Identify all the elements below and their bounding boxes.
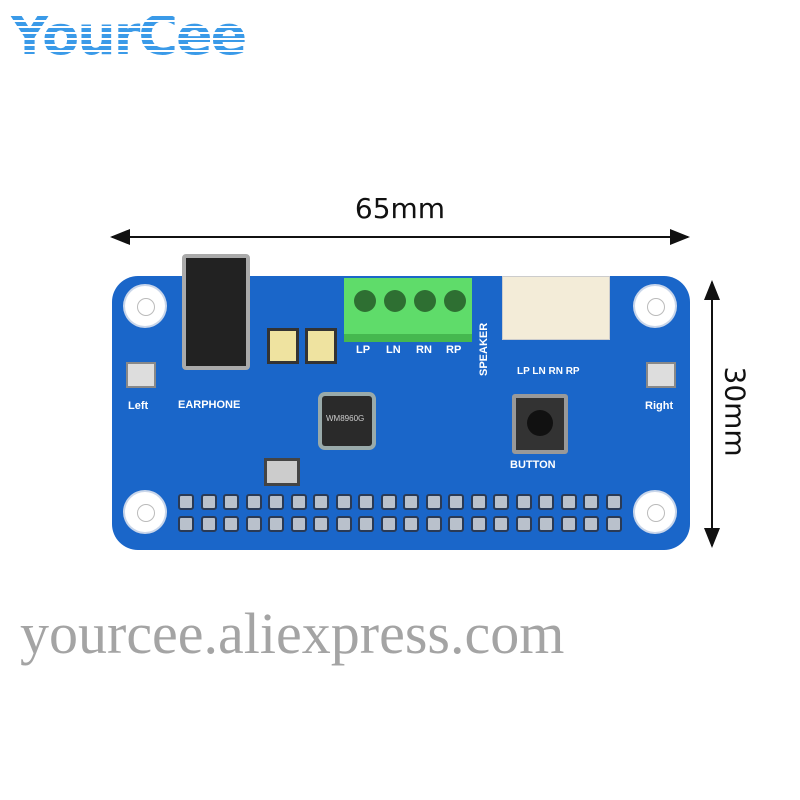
header-pin — [178, 516, 194, 532]
left-mic — [126, 362, 156, 388]
header-pin — [515, 494, 532, 510]
header-pin — [425, 494, 442, 510]
header-pin — [470, 494, 487, 510]
header-pin — [403, 494, 419, 510]
label-rp: RP — [446, 344, 462, 356]
header-pin — [268, 516, 284, 532]
header-pin — [245, 516, 262, 532]
header-pin — [223, 516, 239, 532]
header-pin — [245, 494, 262, 510]
audio-hat-board: EARPHONE Left Right LP LN RN RP SPEAKER … — [112, 254, 690, 550]
label-rn: RN — [416, 344, 432, 356]
mount-hole — [635, 492, 675, 532]
header-pin — [200, 516, 217, 532]
header-pin — [583, 516, 599, 532]
header-pin — [583, 494, 599, 510]
push-button[interactable] — [512, 394, 568, 454]
header-pin — [290, 516, 307, 532]
label-ln: LN — [386, 344, 401, 356]
header-pin — [538, 516, 554, 532]
header-pin — [470, 516, 487, 532]
label-lp: LP — [356, 344, 371, 356]
header-pin — [313, 494, 329, 510]
header-pin — [358, 494, 374, 510]
header-pin — [605, 516, 622, 532]
mount-hole — [125, 492, 165, 532]
header-pin — [290, 494, 307, 510]
left-label: Left — [128, 400, 149, 412]
header-pin — [515, 516, 532, 532]
header-pin — [605, 494, 622, 510]
brand-logo: YourCee — [10, 4, 247, 67]
header-pin — [448, 494, 464, 510]
right-mic — [646, 362, 676, 388]
earphone-label: EARPHONE — [178, 399, 241, 411]
speaker-connector[interactable] — [502, 276, 610, 340]
header-pin — [268, 494, 284, 510]
chip-marking: WM8960G — [326, 414, 365, 423]
right-label: Right — [645, 400, 674, 412]
header-pin — [178, 494, 194, 510]
header-pin — [560, 494, 577, 510]
earphone-jack[interactable] — [182, 254, 250, 370]
header-pin — [425, 516, 442, 532]
header-pin — [403, 516, 419, 532]
header-pin — [380, 494, 397, 510]
header-pin — [358, 516, 374, 532]
button-label: BUTTON — [510, 459, 556, 471]
watermark: yourcee.aliexpress.com — [20, 601, 565, 666]
width-label: 65mm — [354, 192, 446, 225]
header-pin — [200, 494, 217, 510]
mount-hole — [125, 286, 165, 326]
height-label: 30mm — [718, 366, 752, 457]
header-pin — [335, 494, 352, 510]
speaker-label: SPEAKER — [478, 322, 490, 376]
capacitor — [305, 328, 337, 364]
capacitor — [267, 328, 299, 364]
codec-chip: WM8960G — [322, 396, 372, 446]
header-pin — [493, 516, 509, 532]
connector-labels: LP LN RN RP — [517, 366, 580, 377]
crystal — [264, 458, 300, 486]
header-pin — [448, 516, 464, 532]
mount-hole — [635, 286, 675, 326]
header-pin — [493, 494, 509, 510]
speaker-terminal[interactable] — [344, 278, 472, 342]
header-pin — [335, 516, 352, 532]
header-pin — [560, 516, 577, 532]
header-pin — [380, 516, 397, 532]
header-pin — [223, 494, 239, 510]
header-pin — [313, 516, 329, 532]
header-pin — [538, 494, 554, 510]
